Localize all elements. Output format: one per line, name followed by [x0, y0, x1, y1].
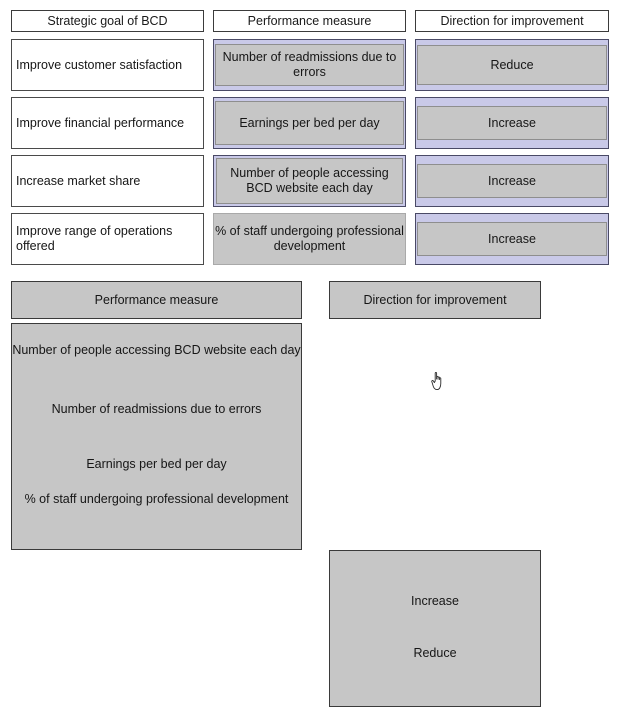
pool-header-label: Direction for improvement — [363, 293, 507, 307]
goal-text: Increase market share — [16, 173, 141, 188]
dropzone-measure-2[interactable]: Earnings per bed per day — [213, 97, 406, 149]
hand-pointer-cursor — [430, 370, 448, 392]
tile-label: Earnings per bed per day — [239, 115, 380, 130]
pool-item-measure-2[interactable]: Earnings per bed per day — [12, 457, 301, 472]
pool-item-direction-0[interactable]: Increase — [330, 594, 540, 609]
table-row-goal-cell-3: Increase market share — [11, 155, 204, 207]
tile-measure-1[interactable]: Number of readmissions due to errors — [215, 44, 404, 86]
pool-header-performance-measure: Performance measure — [11, 281, 302, 319]
goal-text: Improve customer satisfaction — [16, 57, 183, 72]
tile-label: Increase — [488, 231, 536, 246]
column-header-label: Direction for improvement — [440, 14, 584, 28]
pool-header-direction-for-improvement: Direction for improvement — [329, 281, 541, 319]
tile-label: Increase — [488, 115, 536, 130]
tile-label: % of staff undergoing professional devel… — [215, 224, 404, 253]
column-header-direction-for-improvement: Direction for improvement — [415, 10, 609, 32]
tile-direction-3[interactable]: Increase — [417, 164, 607, 198]
goal-text: Improve range of operations offered — [16, 224, 173, 253]
pool-item-label: Increase — [411, 594, 459, 608]
pool-item-label: Earnings per bed per day — [86, 457, 227, 471]
dropzone-direction-2[interactable]: Increase — [415, 97, 609, 149]
column-header-performance-measure: Performance measure — [213, 10, 406, 32]
tile-label: Increase — [488, 173, 536, 188]
dropzone-measure-3[interactable]: Number of people accessing BCD website e… — [213, 155, 406, 207]
dropzone-measure-1[interactable]: Number of readmissions due to errors — [213, 39, 406, 91]
tile-label: Number of readmissions due to errors — [222, 50, 397, 79]
pool-item-direction-1[interactable]: Reduce — [330, 646, 540, 661]
pool-item-label: % of staff undergoing professional devel… — [24, 492, 289, 506]
dropzone-direction-1[interactable]: Reduce — [415, 39, 609, 91]
table-row-goal-cell-4: Improve range of operations offered — [11, 213, 204, 265]
pool-item-label: Number of readmissions due to errors — [51, 402, 262, 416]
pool-item-measure-3[interactable]: % of staff undergoing professional devel… — [12, 492, 301, 507]
pool-item-measure-0[interactable]: Number of people accessing BCD website e… — [12, 343, 301, 358]
pool-item-measure-1[interactable]: Number of readmissions due to errors — [12, 402, 301, 417]
dropzone-direction-3[interactable]: Increase — [415, 155, 609, 207]
pool-item-label: Number of people accessing BCD website e… — [12, 343, 301, 357]
pool-item-label: Reduce — [413, 646, 457, 660]
tile-direction-2[interactable]: Increase — [417, 106, 607, 140]
tile-direction-4[interactable]: Increase — [417, 222, 607, 256]
pool-body-direction-for-improvement[interactable]: Increase Reduce — [329, 550, 541, 707]
goal-text: Improve financial performance — [16, 115, 185, 130]
tile-measure-2[interactable]: Earnings per bed per day — [215, 101, 404, 145]
table-row-goal-cell-1: Improve customer satisfaction — [11, 39, 204, 91]
tile-label: Reduce — [490, 57, 534, 72]
tile-direction-1[interactable]: Reduce — [417, 45, 607, 85]
table-row-goal-cell-2: Improve financial performance — [11, 97, 204, 149]
pool-body-performance-measure[interactable]: Number of people accessing BCD website e… — [11, 323, 302, 550]
column-header-label: Strategic goal of BCD — [47, 14, 168, 28]
pool-header-label: Performance measure — [94, 293, 219, 307]
column-header-strategic-goal: Strategic goal of BCD — [11, 10, 204, 32]
column-header-label: Performance measure — [247, 14, 372, 28]
dropzone-direction-4[interactable]: Increase — [415, 213, 609, 265]
tile-measure-3[interactable]: Number of people accessing BCD website e… — [216, 158, 403, 204]
tile-measure-4[interactable]: % of staff undergoing professional devel… — [213, 213, 406, 265]
tile-label: Number of people accessing BCD website e… — [230, 166, 389, 195]
